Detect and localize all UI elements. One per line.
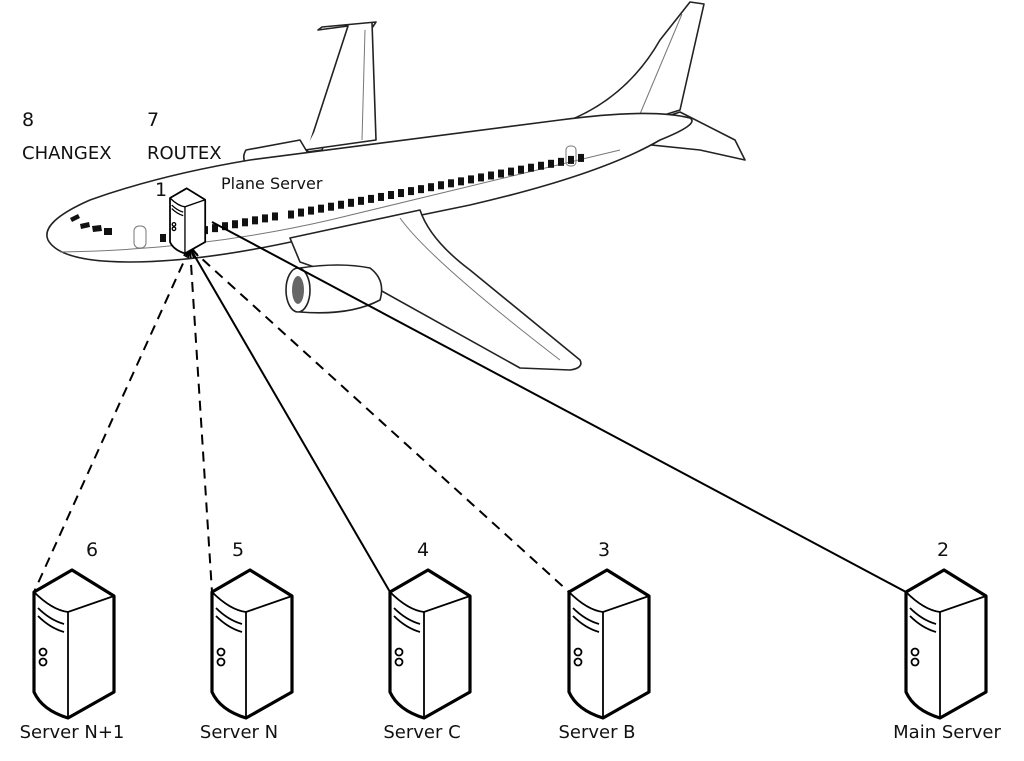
- cabin-window: [272, 212, 278, 221]
- cabin-window: [378, 192, 384, 201]
- cabin-window: [458, 177, 464, 186]
- server-icon: [210, 568, 294, 720]
- changex-number: 8: [22, 109, 34, 131]
- server-c-number: 4: [417, 539, 429, 561]
- plane-server: 1 Plane Server: [155, 174, 323, 255]
- cabin-windows: [160, 153, 584, 242]
- cabin-window: [242, 218, 248, 227]
- cabin-window: [388, 191, 394, 199]
- cabin-window: [408, 187, 414, 196]
- server-icon: [32, 568, 116, 720]
- cabin-window: [338, 200, 344, 209]
- server-icon: [904, 568, 988, 720]
- main-server-label: Main Server: [893, 722, 1001, 743]
- server-icon: [169, 187, 207, 255]
- connection-server-n: [189, 247, 213, 593]
- cabin-window: [568, 155, 574, 164]
- cabin-window: [368, 194, 374, 203]
- airplane-icon: [46, 1, 746, 371]
- server-c-label: Server C: [383, 722, 460, 743]
- cabin-window: [328, 202, 334, 211]
- connections: [33, 221, 907, 593]
- routex-label: ROUTEX: [147, 143, 222, 164]
- server-icon: [388, 568, 472, 720]
- cabin-window: [468, 175, 474, 184]
- cabin-window: [398, 189, 404, 198]
- cabin-window: [548, 159, 554, 168]
- server-icon: [567, 568, 651, 720]
- cabin-window: [160, 234, 166, 242]
- cabin-window: [528, 163, 534, 172]
- cabin-window: [418, 185, 424, 194]
- cabin-window: [478, 173, 484, 182]
- cabin-window: [448, 179, 454, 188]
- cabin-window: [212, 224, 218, 233]
- connection-server-n-plus-1: [33, 247, 191, 593]
- cabin-window: [318, 204, 324, 213]
- cabin-window: [488, 171, 494, 180]
- routex-number: 7: [147, 109, 159, 131]
- main-server-number: 2: [937, 539, 949, 561]
- cabin-window: [252, 216, 258, 225]
- cabin-window: [558, 157, 564, 166]
- cabin-window: [348, 198, 354, 207]
- connection-server-c: [189, 247, 391, 593]
- cabin-window: [428, 183, 434, 192]
- cabin-window: [438, 181, 444, 190]
- server-n-number: 5: [232, 539, 244, 561]
- connection-server-b: [189, 247, 570, 593]
- cabin-window: [222, 222, 228, 231]
- server-n-plus-1-number: 6: [86, 539, 98, 561]
- cabin-window: [288, 210, 294, 219]
- connection-main-server: [211, 221, 907, 593]
- cabin-window: [232, 220, 238, 229]
- cabin-window: [498, 169, 504, 178]
- server-n-plus-1-label: Server N+1: [20, 722, 125, 743]
- plane-server-label: Plane Server: [221, 174, 323, 193]
- cabin-window: [308, 206, 314, 215]
- changex-label-group: 8 CHANGEX: [22, 109, 112, 164]
- changex-label: CHANGEX: [22, 143, 112, 164]
- cabin-window: [298, 208, 304, 217]
- cabin-window: [262, 214, 268, 223]
- server-b-number: 3: [598, 539, 610, 561]
- cabin-window: [358, 196, 364, 205]
- cabin-window: [518, 165, 524, 174]
- server-b-label: Server B: [558, 722, 635, 743]
- server-n-label: Server N: [200, 722, 278, 743]
- routex-label-group: 7 ROUTEX: [147, 109, 222, 164]
- cabin-window: [578, 153, 584, 162]
- cabin-window: [538, 161, 544, 170]
- cabin-window: [508, 167, 514, 176]
- plane-server-number: 1: [155, 179, 167, 201]
